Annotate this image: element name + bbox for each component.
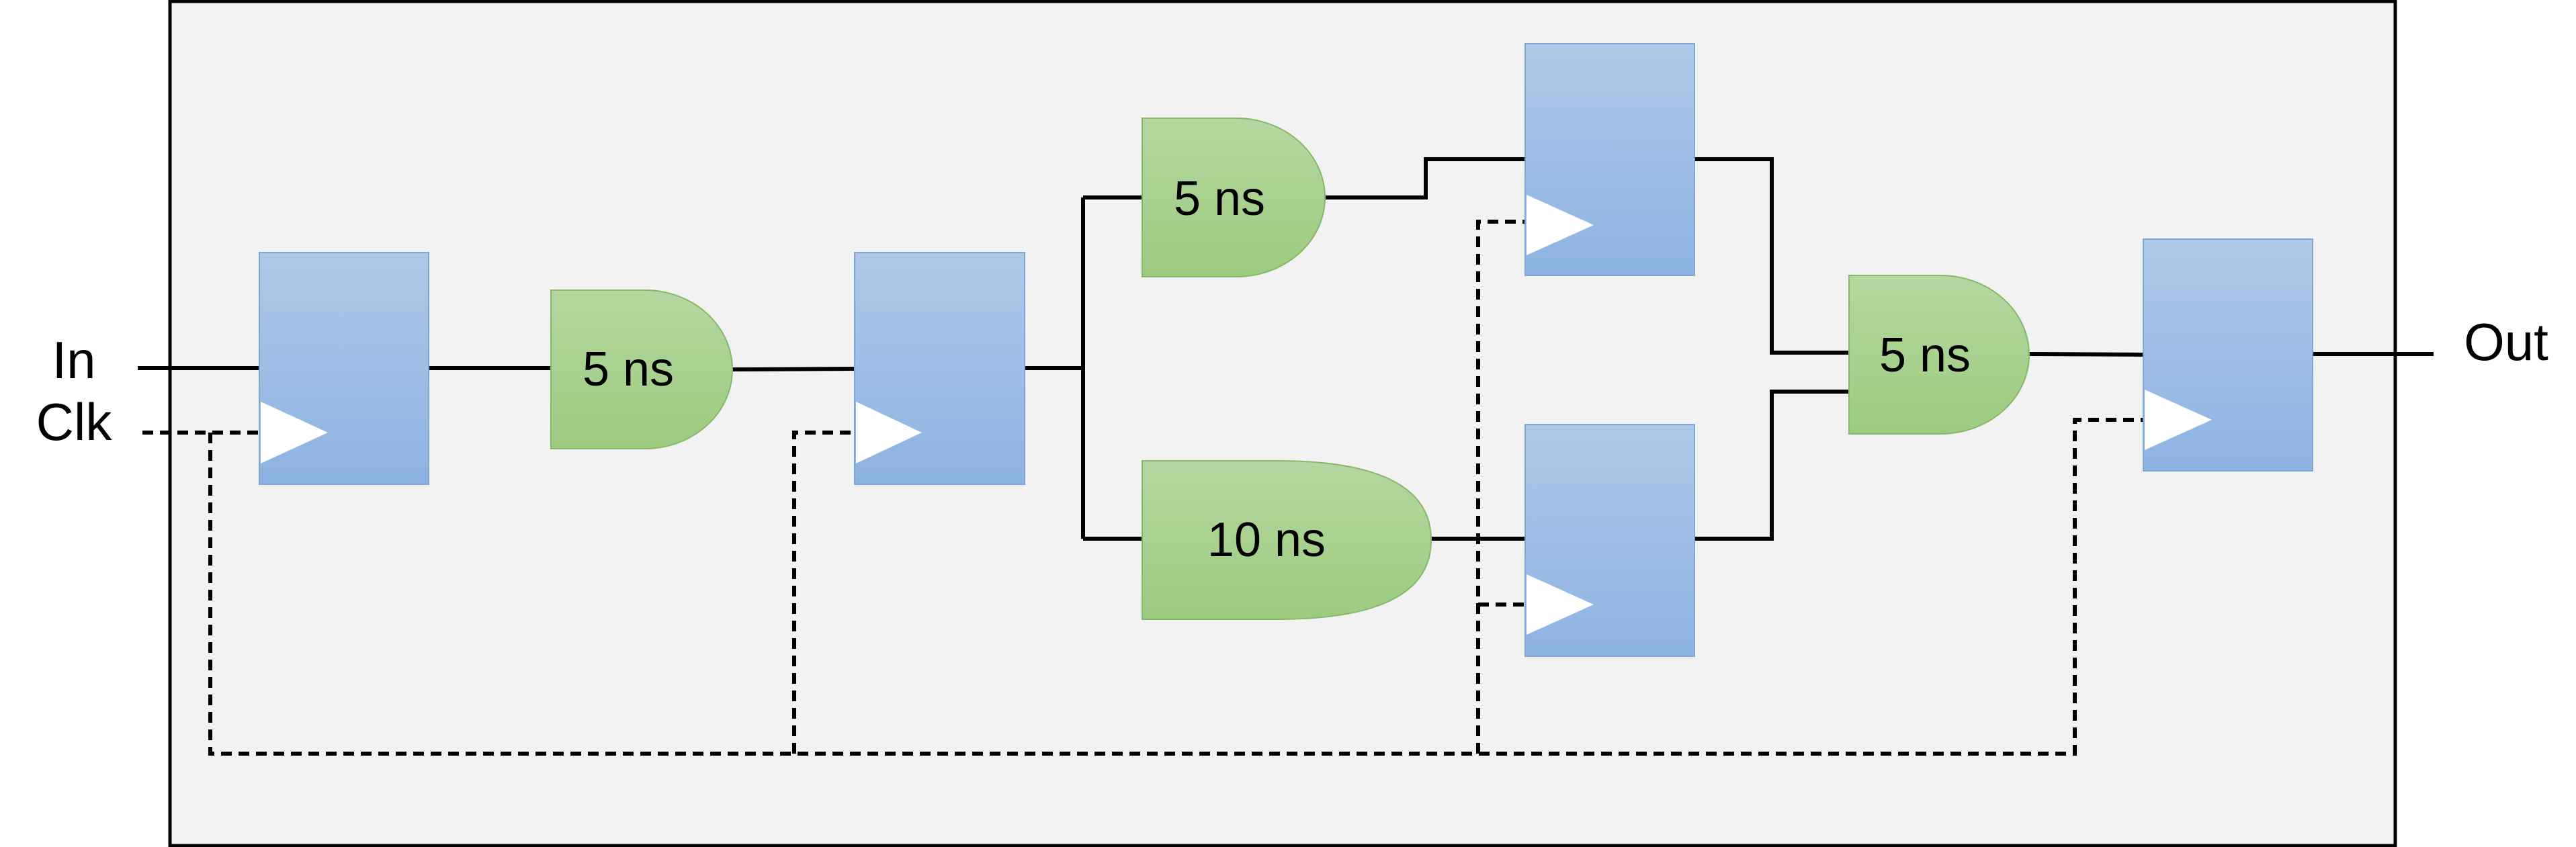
wire-reg4-to-gate4 (1694, 390, 1849, 541)
data-wires (138, 157, 2434, 541)
wire-gate2-to-reg3 (1325, 157, 1525, 199)
gate-3: 10 ns (1142, 460, 1432, 620)
clock-triangle-icon (1527, 195, 1594, 255)
gate-1-delay: 5 ns (583, 343, 674, 396)
clock-wires (142, 220, 2143, 756)
output-label: Out (2464, 312, 2548, 371)
clock-triangle-icon (1527, 574, 1594, 635)
gate-2-delay: 5 ns (1174, 172, 1265, 226)
register-2 (854, 252, 1025, 485)
clock-triangle-icon (2145, 390, 2212, 450)
register-5 (2143, 238, 2313, 472)
gate-1: 5 ns (550, 289, 733, 449)
register-3 (1525, 43, 1695, 276)
gate-3-delay: 10 ns (1207, 513, 1326, 567)
gate-2: 5 ns (1142, 118, 1326, 277)
clock-bus-bottom (208, 418, 2143, 756)
wire-reg3-to-gate4 (1694, 157, 1849, 355)
clock-label: Clk (36, 392, 113, 451)
clock-triangle-icon (856, 402, 922, 463)
input-label: In (52, 330, 95, 390)
wire-gate4-to-reg5 (2028, 352, 2144, 357)
circuit-boundary (168, 0, 2397, 847)
gate-4-delay: 5 ns (1879, 328, 1971, 382)
register-1 (259, 252, 429, 485)
gate-4: 5 ns (1848, 275, 2030, 435)
clock-triangle-icon (261, 402, 328, 463)
clock-branch-reg3-reg4 (1476, 220, 1525, 754)
register-4 (1525, 424, 1695, 657)
clock-branch-reg2 (792, 431, 855, 754)
